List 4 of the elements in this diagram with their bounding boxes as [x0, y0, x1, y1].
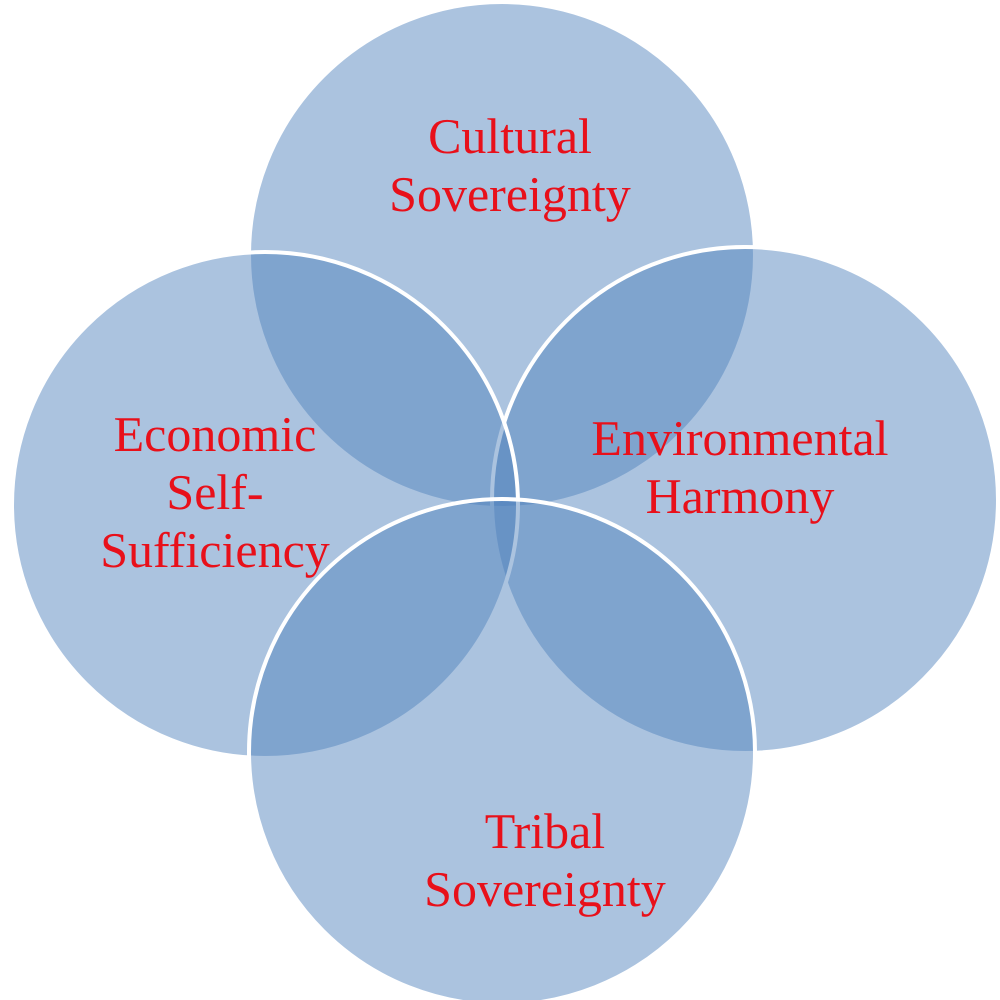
- circle-label: Environmental Harmony: [590, 409, 890, 525]
- circle-label: Tribal Sovereignty: [423, 802, 667, 918]
- circle-label: Economic Self-Sufficiency: [99, 405, 331, 579]
- circle-label: Cultural Sovereignty: [388, 107, 632, 223]
